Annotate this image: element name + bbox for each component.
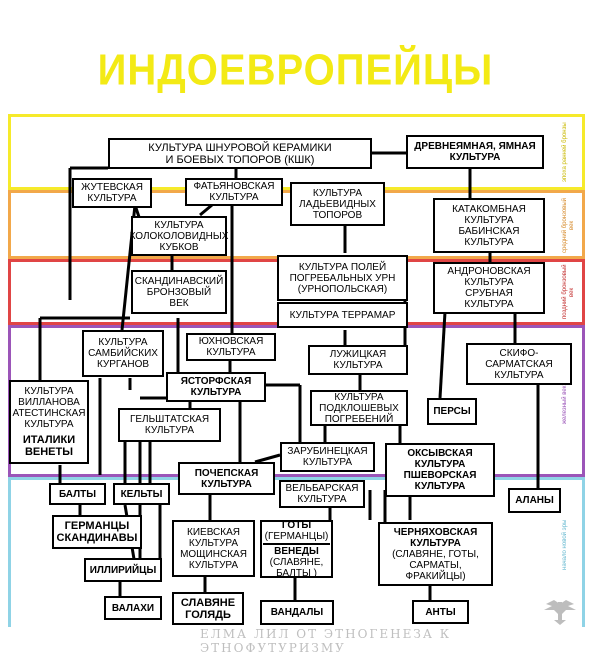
box-terramare: КУЛЬТУРА ТЕРРАМАР [277,302,408,328]
page-title: ИНДОЕВРОПЕЙЦЫ [97,45,494,95]
box-fatyanovo: ФАТЬЯНОВСКАЯ КУЛЬТУРА [185,178,283,206]
box-wielbark: ВЕЛЬБАРСКАЯ КУЛЬТУРА [279,480,365,508]
box-zarubintsy: ЗАРУБИНЕЦКАЯ КУЛЬТУРА [280,442,375,472]
box-illyrians: ИЛЛИРИЙЦЫ [84,558,162,582]
box-vlachs: ВАЛАХИ [104,596,162,620]
box-sambian: КУЛЬТУРА САМБИЙСКИХ КУРГАНОВ [82,330,164,377]
box-corded-ware: КУЛЬТУРА ШНУРОВОЙ КЕРАМИКИ И БОЕВЫХ ТОПО… [108,138,372,169]
box-kiev: КИЕВСКАЯ КУЛЬТУРА МОЩИНСКАЯ КУЛЬТУРА [172,520,255,577]
box-vandals: ВАНДАЛЫ [260,600,334,625]
eagle-logo-icon [544,600,576,625]
box-oksywie: ОКСЫВСКАЯ КУЛЬТУРА ПШЕВОРСКАЯ КУЛЬТУРА [385,443,495,497]
footer-caption: ЕЛМА ЛИЛ ОТ ЭТНОГЕНЕЗА К ЭТНОФУТУРИЗМУ [200,627,452,655]
box-celts: КЕЛЬТЫ [113,483,170,505]
box-urnfield: КУЛЬТУРА ПОЛЕЙ ПОГРЕБАЛЬНЫХ УРН (УРНОПОЛ… [277,255,408,301]
box-alans: АЛАНЫ [508,488,561,513]
box-nordic-bronze: СКАНДИНАВСКИЙ БРОНЗОВЫЙ ВЕК [131,270,227,314]
box-germanics: ГЕРМАНЦЫ СКАНДИНАВЫ [52,515,142,549]
box-face-urn: КУЛЬТУРА ПОДКЛОШЕВЫХ ПОГРЕБЕНИЙ [310,390,408,426]
box-andronovo: АНДРОНОВСКАЯ КУЛЬТУРА СРУБНАЯ КУЛЬТУРА [433,262,545,314]
box-scytho-sarmatian: СКИФО- САРМАТСКАЯ КУЛЬТУРА [466,343,572,385]
box-chernyakhov: ЧЕРНЯХОВСКАЯ КУЛЬТУРА (СЛАВЯНЕ, ГОТЫ, СА… [378,522,493,586]
box-jastorf: ЯСТОРФСКАЯ КУЛЬТУРА [166,372,266,402]
box-antes: АНТЫ [412,600,469,624]
box-yukhnov: ЮХНОВСКАЯ КУЛЬТУРА [186,333,276,361]
box-persians: ПЕРСЫ [427,398,477,425]
box-boat-axe: КУЛЬТУРА ЛАДЬЕВИДНЫХ ТОПОРОВ [290,182,385,226]
box-slavs: СЛАВЯНЕ ГОЛЯДЬ [172,592,244,625]
box-balts: БАЛТЫ [49,483,106,505]
box-lusatian: ЛУЖИЦКАЯ КУЛЬТУРА [308,345,408,375]
box-yamnaya: ДРЕВНЕЯМНАЯ, ЯМНАЯ КУЛЬТУРА [406,135,544,169]
box-pochep: ПОЧЕПСКАЯ КУЛЬТУРА [178,462,275,495]
box-zhutev: ЖУТЕВСКАЯ КУЛЬТУРА [72,178,152,208]
band-new-era [8,477,585,627]
box-goths-venedi: ГОТЫ (ГЕРМАНЦЫ) ВЕНЕДЫ (СЛАВЯНЕ, БАЛТЫ ) [260,520,333,579]
box-catacomb: КАТАКОМБНАЯ КУЛЬТУРА БАБИНСКАЯ КУЛЬТУРА [433,198,545,253]
box-bell-beaker: КУЛЬТУРА КОЛОКОЛОВИДНЫХ КУБКОВ [130,216,228,256]
box-hallstatt: ГЕЛЬШТАТСКАЯ КУЛЬТУРА [118,408,221,442]
